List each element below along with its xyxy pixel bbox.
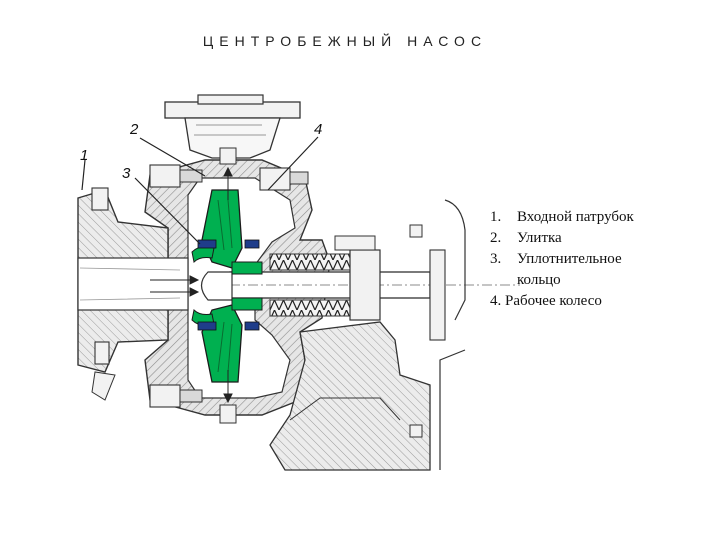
callout-1: 1 (80, 147, 88, 164)
parts-legend: 1.Входной патрубок 2.Улитка 3.Уплотнител… (490, 207, 710, 312)
bearing-bracket (269, 199, 466, 471)
legend-item-seal-ring-cont: кольцо (517, 272, 561, 288)
casing-bolts (149, 147, 309, 424)
legend-item-volute: 2.Улитка (490, 230, 562, 246)
callout-2: 2 (129, 121, 139, 138)
callout-4: 4 (314, 121, 322, 138)
pump-shaft (200, 271, 520, 301)
legend-item-seal-ring: 3.Уплотнительное (490, 251, 622, 267)
outlet-flange (164, 94, 301, 159)
legend-item-impeller: 4. Рабочее колесо (490, 293, 602, 309)
inlet-nozzle (77, 187, 189, 401)
flow-arrows (150, 166, 233, 404)
callout-leaders (81, 136, 319, 245)
seal-rings (197, 239, 260, 331)
slide-title: ЦЕНТРОБЕЖНЫЙ НАСОС (202, 33, 488, 49)
legend-item-inlet: 1.Входной патрубок (490, 209, 634, 225)
callout-3: 3 (122, 165, 131, 182)
gland-packing (269, 235, 381, 321)
